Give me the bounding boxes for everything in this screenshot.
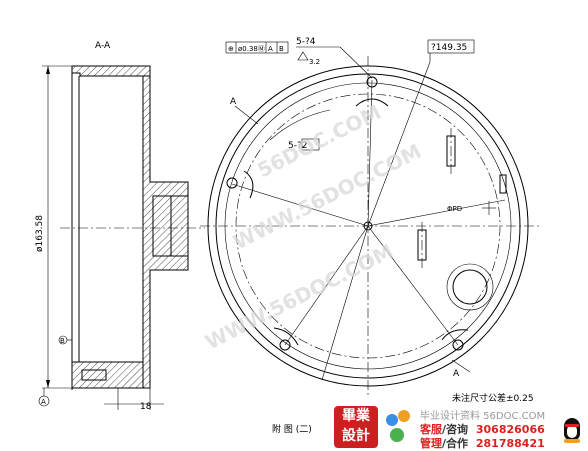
mounting-holes <box>226 76 469 351</box>
manage-line: 管理/合作 281788421 <box>420 435 545 451</box>
surface-triangle <box>297 51 309 61</box>
hole-boss-arc <box>441 329 469 341</box>
service-number[interactable]: 306826066 <box>475 423 545 436</box>
radial-right <box>367 199 506 227</box>
bottom-hole <box>81 369 107 381</box>
penguin-belly <box>567 425 577 438</box>
small-box-label: 3.2 <box>309 58 320 66</box>
manage-sep: /合作 <box>442 437 469 450</box>
pcd-box <box>427 39 475 54</box>
people-icon <box>384 410 414 446</box>
radial-lower-left <box>284 225 369 346</box>
radial-pcd-leader <box>367 61 431 227</box>
radial-lower-right <box>367 225 459 346</box>
service-label: 客服 <box>420 423 442 436</box>
qq-penguin-icon[interactable] <box>562 418 582 444</box>
person-icon <box>390 428 404 442</box>
tolerance-frame: ⊕ ø0.38Ⓜ A B <box>225 41 289 54</box>
mounting-hole <box>452 339 464 351</box>
datum-a-circle <box>38 395 50 407</box>
mounting-hole <box>226 177 238 189</box>
banner-title[interactable]: 毕业设计资料 56DOC.COM <box>420 411 546 422</box>
hole-boss-arc <box>273 327 299 346</box>
brand-logo[interactable]: 畢業 設計 <box>334 406 378 448</box>
datum-a-label: A <box>41 398 46 406</box>
cut-mark-top: A <box>230 97 237 107</box>
figure-caption: 附 图 (二) <box>272 423 312 435</box>
large-port-boss <box>446 263 494 311</box>
width-dimension: 18 <box>140 402 152 412</box>
mounting-hole <box>366 76 378 88</box>
hole-callout: 5-?4 <box>296 37 316 47</box>
radial-top <box>367 79 373 227</box>
watermark-2: WWW.56DOC.COM <box>229 139 425 255</box>
large-port-hole <box>452 269 488 305</box>
fcf-box <box>225 41 289 54</box>
mounting-hole <box>279 339 291 351</box>
fcf-symbol: ⊕ <box>228 45 234 53</box>
tolerance-note: 未注尺寸公差±0.25 <box>452 392 534 404</box>
callout-leader <box>339 46 373 79</box>
dim-arrow-top <box>46 66 50 74</box>
radial-lower <box>321 225 369 381</box>
fcf-datum-b: B <box>279 45 284 53</box>
right-wall-section <box>142 75 189 389</box>
penguin-scarf <box>565 424 579 427</box>
logo-line-1: 畢業 <box>342 408 370 424</box>
section-view: A-A ø163.58 A B <box>35 41 205 412</box>
hole-boss-arc <box>355 98 389 107</box>
small-label: ΦPD <box>447 205 462 213</box>
section-title: A-A <box>95 41 111 51</box>
fcf-tolerance: ø0.38Ⓜ <box>238 45 265 53</box>
person-icon <box>398 410 410 422</box>
angle-arc <box>269 109 331 141</box>
hole-count-box <box>301 138 320 151</box>
slot-right <box>499 174 507 194</box>
top-wall-section <box>71 65 151 77</box>
service-line: 客服/咨询 306826066 <box>420 421 545 437</box>
boss-cavity <box>152 195 172 257</box>
cut-mark-bottom: A <box>453 369 460 379</box>
fcf-datum-a: A <box>268 45 273 53</box>
footer-banner: 畢業 設計 毕业设计资料 56DOC.COM 客服/咨询 306826066 管… <box>334 406 586 450</box>
hole-count-label: 5-?2 <box>288 141 307 151</box>
dim-arrow-bottom <box>46 380 50 388</box>
hole-boss-arc <box>243 170 254 199</box>
plan-view: ΦPD A A 5-?2 ⊕ ø0.38Ⓜ A B 5-?4 3.2 ?149.… <box>200 37 540 396</box>
cut-line-top <box>234 105 259 125</box>
manage-number[interactable]: 281788421 <box>475 437 545 450</box>
diameter-dimension: ø163.58 <box>35 215 45 252</box>
service-sep: /咨询 <box>442 423 469 436</box>
pcd-label: ?149.35 <box>431 43 467 53</box>
datum-b-label: B <box>60 337 65 345</box>
cut-line-bottom <box>451 359 471 373</box>
logo-line-2: 設計 <box>342 428 370 444</box>
manage-label: 管理 <box>420 437 442 450</box>
penguin-feet <box>564 439 580 443</box>
bottom-wall-section <box>71 361 144 389</box>
radial-left <box>231 183 369 227</box>
person-icon <box>386 414 398 426</box>
